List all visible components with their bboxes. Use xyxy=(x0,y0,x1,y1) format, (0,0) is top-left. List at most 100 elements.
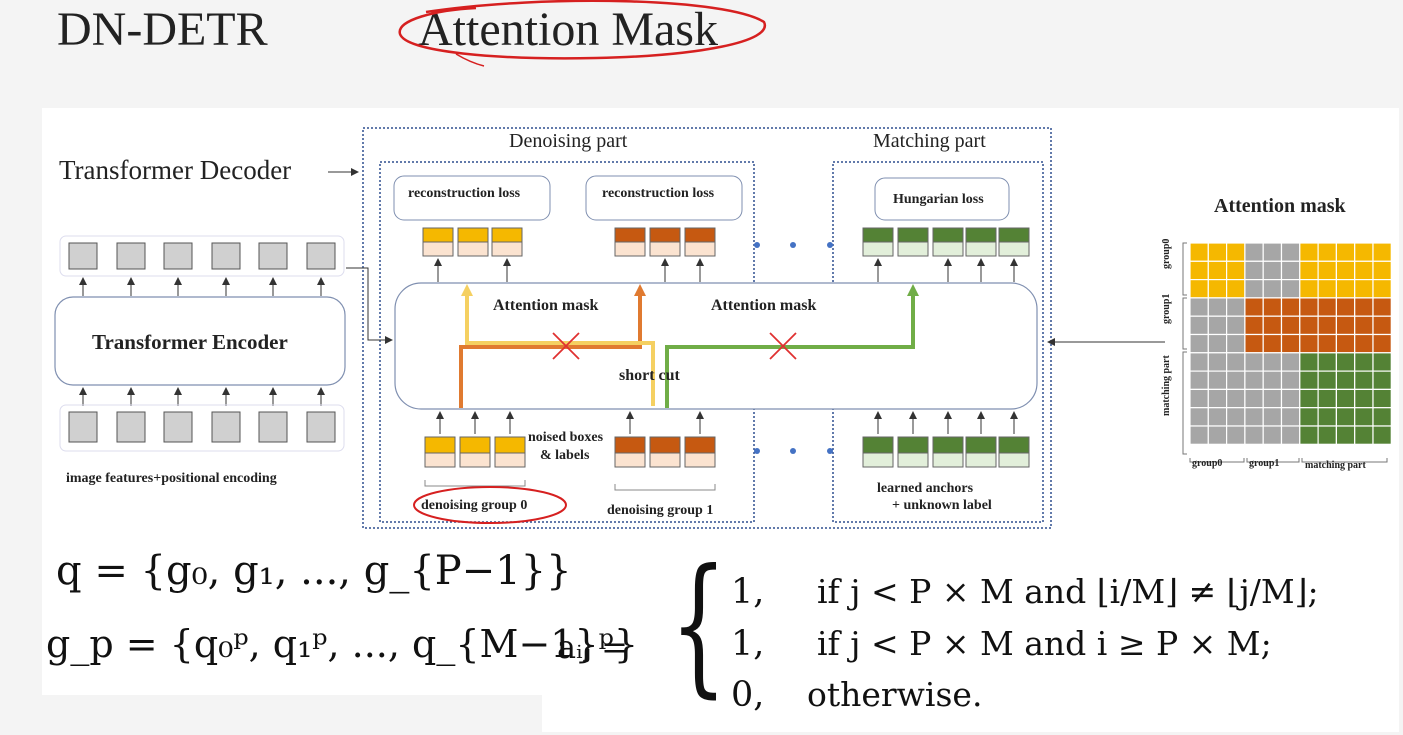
mask-cell xyxy=(1299,352,1319,372)
page-subtitle: Attention Mask xyxy=(418,3,718,56)
mask-cell xyxy=(1354,242,1374,262)
col-label-matching: matching part xyxy=(1305,460,1366,471)
input-tokens-matching xyxy=(862,436,1030,468)
row-label-group1: group1 xyxy=(1161,293,1172,324)
reconstruction-loss-label-1: reconstruction loss xyxy=(602,186,715,201)
mask-cell xyxy=(1372,297,1392,317)
g-definition: g_p = {q₀ᵖ, q₁ᵖ, ..., q_{M−1}ᵖ} xyxy=(46,622,639,666)
attention-mask-title: Attention mask xyxy=(1214,195,1346,217)
mask-cell xyxy=(1262,407,1283,427)
mask-cell xyxy=(1189,425,1209,445)
mask-cell xyxy=(1317,315,1337,336)
mask-cell xyxy=(1225,388,1246,409)
mask-cell xyxy=(1372,425,1392,445)
mask-cell xyxy=(1189,370,1209,391)
unknown-label-label: + unknown label xyxy=(892,498,992,513)
mask-cell xyxy=(1262,279,1283,299)
col-label-group0: group0 xyxy=(1192,458,1223,469)
mask-cell xyxy=(1225,407,1246,427)
mask-cell xyxy=(1299,242,1319,262)
mask-cell xyxy=(1335,297,1356,317)
row-label-group0: group0 xyxy=(1161,238,1172,269)
mask-cell xyxy=(1354,260,1374,281)
mask-cell xyxy=(1280,352,1301,372)
mask-cell xyxy=(1262,260,1283,281)
mask-cell xyxy=(1207,333,1228,354)
mask-cell xyxy=(1225,297,1246,317)
mask-cell xyxy=(1225,315,1246,336)
mask-cell xyxy=(1335,315,1356,336)
mask-cell xyxy=(1280,370,1301,391)
image-feature-tokens xyxy=(68,411,336,443)
mask-cell xyxy=(1189,352,1209,372)
mask-cell xyxy=(1280,279,1301,299)
mask-cell xyxy=(1354,279,1374,299)
mask-cell xyxy=(1225,333,1246,354)
mask-cell xyxy=(1225,242,1246,262)
denoising-group-1-label: denoising group 1 xyxy=(607,503,714,518)
mask-cell xyxy=(1354,333,1374,354)
mask-cell xyxy=(1225,425,1246,445)
attention-mask-grid xyxy=(1189,242,1392,445)
mask-cell xyxy=(1372,260,1392,281)
yellow-flow xyxy=(465,290,655,406)
mask-cell xyxy=(1372,407,1392,427)
mask-cell xyxy=(1354,352,1374,372)
mask-cell xyxy=(1317,333,1337,354)
case1-condition: if j < P × M and ⌊i/M⌋ ≠ ⌊j/M⌋; xyxy=(817,572,1319,611)
mask-cell xyxy=(1189,333,1209,354)
matching-part-label: Matching part xyxy=(873,130,986,152)
learned-anchors-label: learned anchors xyxy=(877,481,974,496)
mask-cell xyxy=(1262,352,1283,372)
mask-cell xyxy=(1262,370,1283,391)
mask-cell xyxy=(1262,315,1283,336)
decoder-outer-box xyxy=(362,127,1052,529)
red-circle-annotation xyxy=(398,0,767,67)
hungarian-loss-label: Hungarian loss xyxy=(893,192,984,207)
mask-cell xyxy=(1354,388,1374,409)
mask-cell xyxy=(1189,279,1209,299)
hungarian-loss-box xyxy=(874,177,1010,221)
mask-cell xyxy=(1207,315,1228,336)
mask-cell xyxy=(1262,388,1283,409)
mask-cell xyxy=(1317,297,1337,317)
mask-cell xyxy=(1225,370,1246,391)
mask-cell xyxy=(1207,352,1228,372)
mask-cell xyxy=(1189,388,1209,409)
mask-cell xyxy=(1335,260,1356,281)
noised-boxes-label: noised boxes xyxy=(528,430,604,445)
mask-cell xyxy=(1225,352,1246,372)
mask-cell xyxy=(1244,352,1264,372)
mask-cell xyxy=(1299,260,1319,281)
transformer-encoder-box xyxy=(54,296,346,386)
mask-cell xyxy=(1189,260,1209,281)
mask-cell xyxy=(1207,370,1228,391)
mask-cell xyxy=(1262,297,1283,317)
mask-cell xyxy=(1207,388,1228,409)
case1-value: 1, xyxy=(731,572,765,612)
input-tokens-group1 xyxy=(614,436,716,468)
mask-cell xyxy=(1244,333,1264,354)
formula-panel-left xyxy=(42,540,542,695)
mask-cell xyxy=(1207,407,1228,427)
mask-cell xyxy=(1262,333,1283,354)
mask-cell xyxy=(1335,279,1356,299)
mask-cell xyxy=(1372,315,1392,336)
mask-cell xyxy=(1354,370,1374,391)
mask-cell xyxy=(1299,333,1319,354)
case2-condition: if j < P × M and i ≥ P × M; xyxy=(817,624,1272,663)
mask-cell xyxy=(1317,242,1337,262)
mask-cell xyxy=(1244,279,1264,299)
a-lhs: aᵢⱼ = xyxy=(557,628,628,666)
denoising-part-label: Denoising part xyxy=(509,130,628,152)
mask-cell xyxy=(1244,370,1264,391)
mask-cell xyxy=(1280,242,1301,262)
output-tokens-group0 xyxy=(422,227,523,257)
q-definition: q = {g₀, g₁, ..., g_{P−1}} xyxy=(56,548,572,594)
denoising-group-0-label: denoising group 0 xyxy=(421,498,528,513)
case3-value: 0, xyxy=(731,675,765,715)
mask-cell xyxy=(1299,425,1319,445)
mask-cell xyxy=(1299,279,1319,299)
orange-flow xyxy=(459,290,642,408)
